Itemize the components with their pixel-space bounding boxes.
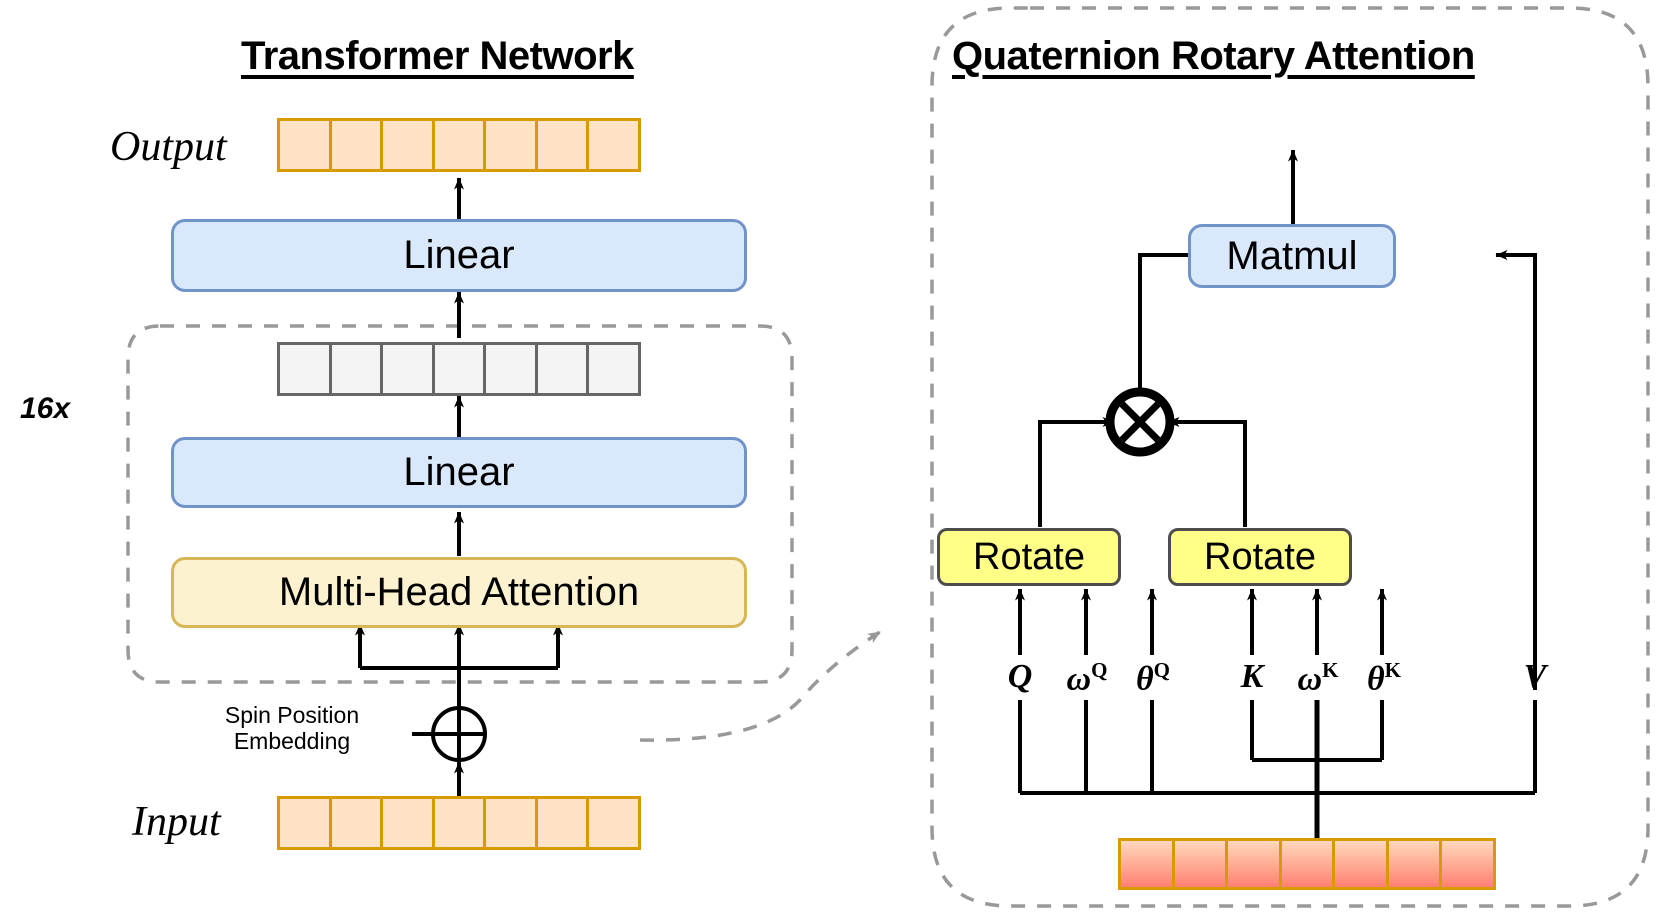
zoom-connector — [639, 630, 881, 742]
rotate-input-arrows — [1015, 588, 1387, 655]
token-cell — [434, 121, 487, 169]
token-cell — [589, 121, 639, 169]
rotate-k-node[interactable]: Rotate — [1168, 528, 1352, 586]
rotate-q-node[interactable]: Rotate — [937, 528, 1121, 586]
rotate-k-label: Rotate — [1204, 535, 1316, 578]
arrow-rotatek-to-multiply — [1167, 417, 1247, 527]
symbol-omega-q-sup: Q — [1091, 658, 1108, 682]
qkv-split-bar — [360, 666, 558, 714]
token-cell — [383, 345, 435, 393]
symbol-omega-k: ωK — [1283, 658, 1353, 698]
output-token-strip — [277, 118, 641, 172]
rotate-q-label: Rotate — [973, 535, 1085, 578]
symbol-theta-k-base: θ — [1367, 660, 1385, 698]
symbol-omega-k-sup: K — [1322, 658, 1339, 682]
symbol-omega-q-base: ω — [1066, 660, 1092, 698]
embedding-token-strip — [1118, 838, 1496, 890]
token-cell — [434, 345, 487, 393]
token-cell — [434, 799, 487, 847]
right-panel-title: Quaternion Rotary Attention — [952, 34, 1475, 78]
arrow-rotateq-to-multiply — [1038, 417, 1115, 527]
token-cell — [1442, 841, 1494, 887]
token-cell — [331, 345, 384, 393]
linear-inner-label: Linear — [403, 450, 515, 494]
token-cell — [1335, 841, 1389, 887]
token-cell — [1174, 841, 1229, 887]
left-panel-title: Transformer Network — [241, 34, 634, 78]
token-cell — [589, 345, 639, 393]
token-cell — [486, 799, 538, 847]
spin-position-embedding-caption: Spin Position Embedding — [206, 702, 378, 755]
token-cell — [589, 799, 639, 847]
token-cell — [331, 799, 384, 847]
symbol-omega-k-base: ω — [1297, 660, 1323, 698]
token-cell — [280, 799, 332, 847]
input-token-strip — [277, 796, 641, 850]
spin-caption-line1: Spin Position — [224, 702, 360, 728]
token-cell — [1121, 841, 1175, 887]
circle-times-icon — [1105, 387, 1175, 457]
arrow-v-to-matmul — [1495, 250, 1537, 690]
token-cell — [486, 121, 538, 169]
input-label: Input — [132, 799, 221, 845]
token-cell — [537, 345, 590, 393]
linear-top-node[interactable]: Linear — [171, 219, 747, 292]
output-label: Output — [110, 124, 227, 170]
embedding-routing-bus — [1018, 700, 1537, 840]
linear-inner-node[interactable]: Linear — [171, 437, 747, 508]
symbol-theta-q-base: θ — [1136, 660, 1154, 698]
symbol-theta-q-sup: Q — [1153, 658, 1170, 682]
symbol-theta-k: θK — [1349, 658, 1419, 698]
token-cell — [383, 121, 435, 169]
matmul-label: Matmul — [1226, 233, 1358, 278]
token-cell — [1388, 841, 1443, 887]
symbol-q: Q — [990, 658, 1050, 696]
token-cell — [383, 799, 435, 847]
qkv-fanout-connector — [355, 623, 563, 710]
linear-top-label: Linear — [403, 233, 515, 277]
spin-caption-line2: Embedding — [233, 727, 351, 754]
token-cell — [537, 121, 590, 169]
symbol-q-base: Q — [1007, 658, 1033, 695]
symbol-omega-q: ωQ — [1052, 658, 1122, 698]
repeat-count-label: 16x — [20, 392, 71, 425]
multi-head-attention-node[interactable]: Multi-Head Attention — [171, 557, 747, 628]
symbol-k: K — [1222, 658, 1282, 696]
symbol-theta-q: θQ — [1118, 658, 1188, 698]
token-cell — [486, 345, 538, 393]
symbol-theta-k-sup: K — [1384, 658, 1401, 682]
matmul-node[interactable]: Matmul — [1188, 224, 1396, 288]
multi-head-attention-label: Multi-Head Attention — [278, 570, 640, 614]
symbol-v: V — [1505, 658, 1565, 696]
token-cell — [280, 121, 332, 169]
symbol-k-base: K — [1240, 658, 1264, 695]
token-cell — [537, 799, 590, 847]
symbol-v-base: V — [1523, 658, 1547, 695]
token-cell — [1281, 841, 1336, 887]
token-cell — [280, 345, 332, 393]
token-cell — [1228, 841, 1282, 887]
circle-plus-icon — [431, 706, 487, 762]
token-cell — [331, 121, 384, 169]
hidden-token-strip — [277, 342, 641, 396]
quaternion-panel-outline — [930, 6, 1650, 908]
